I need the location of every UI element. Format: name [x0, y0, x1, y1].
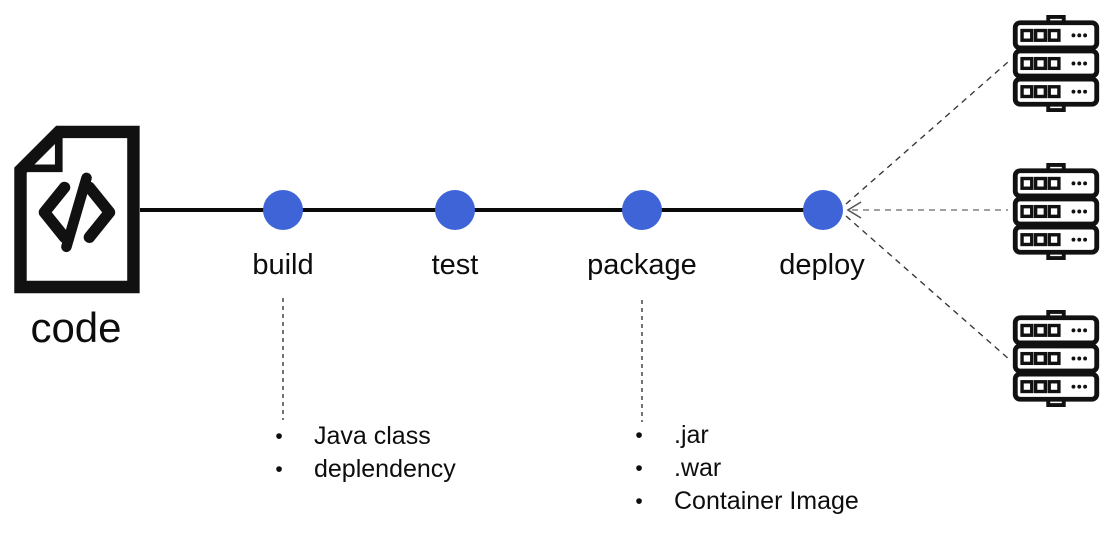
stage-dot-test [435, 190, 475, 230]
note-text: .war [674, 454, 722, 482]
fan-arrowhead-icon [846, 201, 862, 219]
note-text: Java class [314, 422, 431, 450]
notes-list-package: • .jar • .war • Container Image [632, 419, 859, 518]
server-rack-icon [1012, 15, 1100, 112]
stage-dot-build [263, 190, 303, 230]
note-text: .jar [674, 421, 709, 449]
stage-label-test: test [431, 249, 479, 281]
bullet-icon: • [635, 457, 643, 480]
server-rack-icon [1012, 310, 1100, 407]
stage-label-deploy: deploy [779, 249, 865, 281]
bullet-icon: • [275, 425, 283, 448]
bullet-icon: • [635, 424, 643, 447]
stage-label-package: package [587, 249, 697, 281]
code-file-icon [14, 125, 140, 294]
deploy-fan-line-bottom [845, 215, 1011, 361]
list-item: • Container Image [632, 485, 859, 518]
bullet-icon: • [635, 490, 643, 513]
list-item: • .jar [632, 419, 859, 452]
stage-label-build: build [252, 249, 314, 281]
list-item: • Java class [272, 420, 456, 453]
server-rack-icon [1012, 163, 1100, 260]
list-item: • deplendency [272, 453, 456, 486]
notes-list-build: • Java class • deplendency [272, 420, 456, 486]
list-item: • .war [632, 452, 859, 485]
stage-dot-deploy [803, 190, 843, 230]
stage-dot-package [622, 190, 662, 230]
bullet-icon: • [275, 458, 283, 481]
note-text: deplendency [314, 455, 456, 483]
code-label: code [30, 304, 122, 351]
note-text: Container Image [674, 487, 859, 515]
deploy-fan-line-top [845, 61, 1009, 205]
